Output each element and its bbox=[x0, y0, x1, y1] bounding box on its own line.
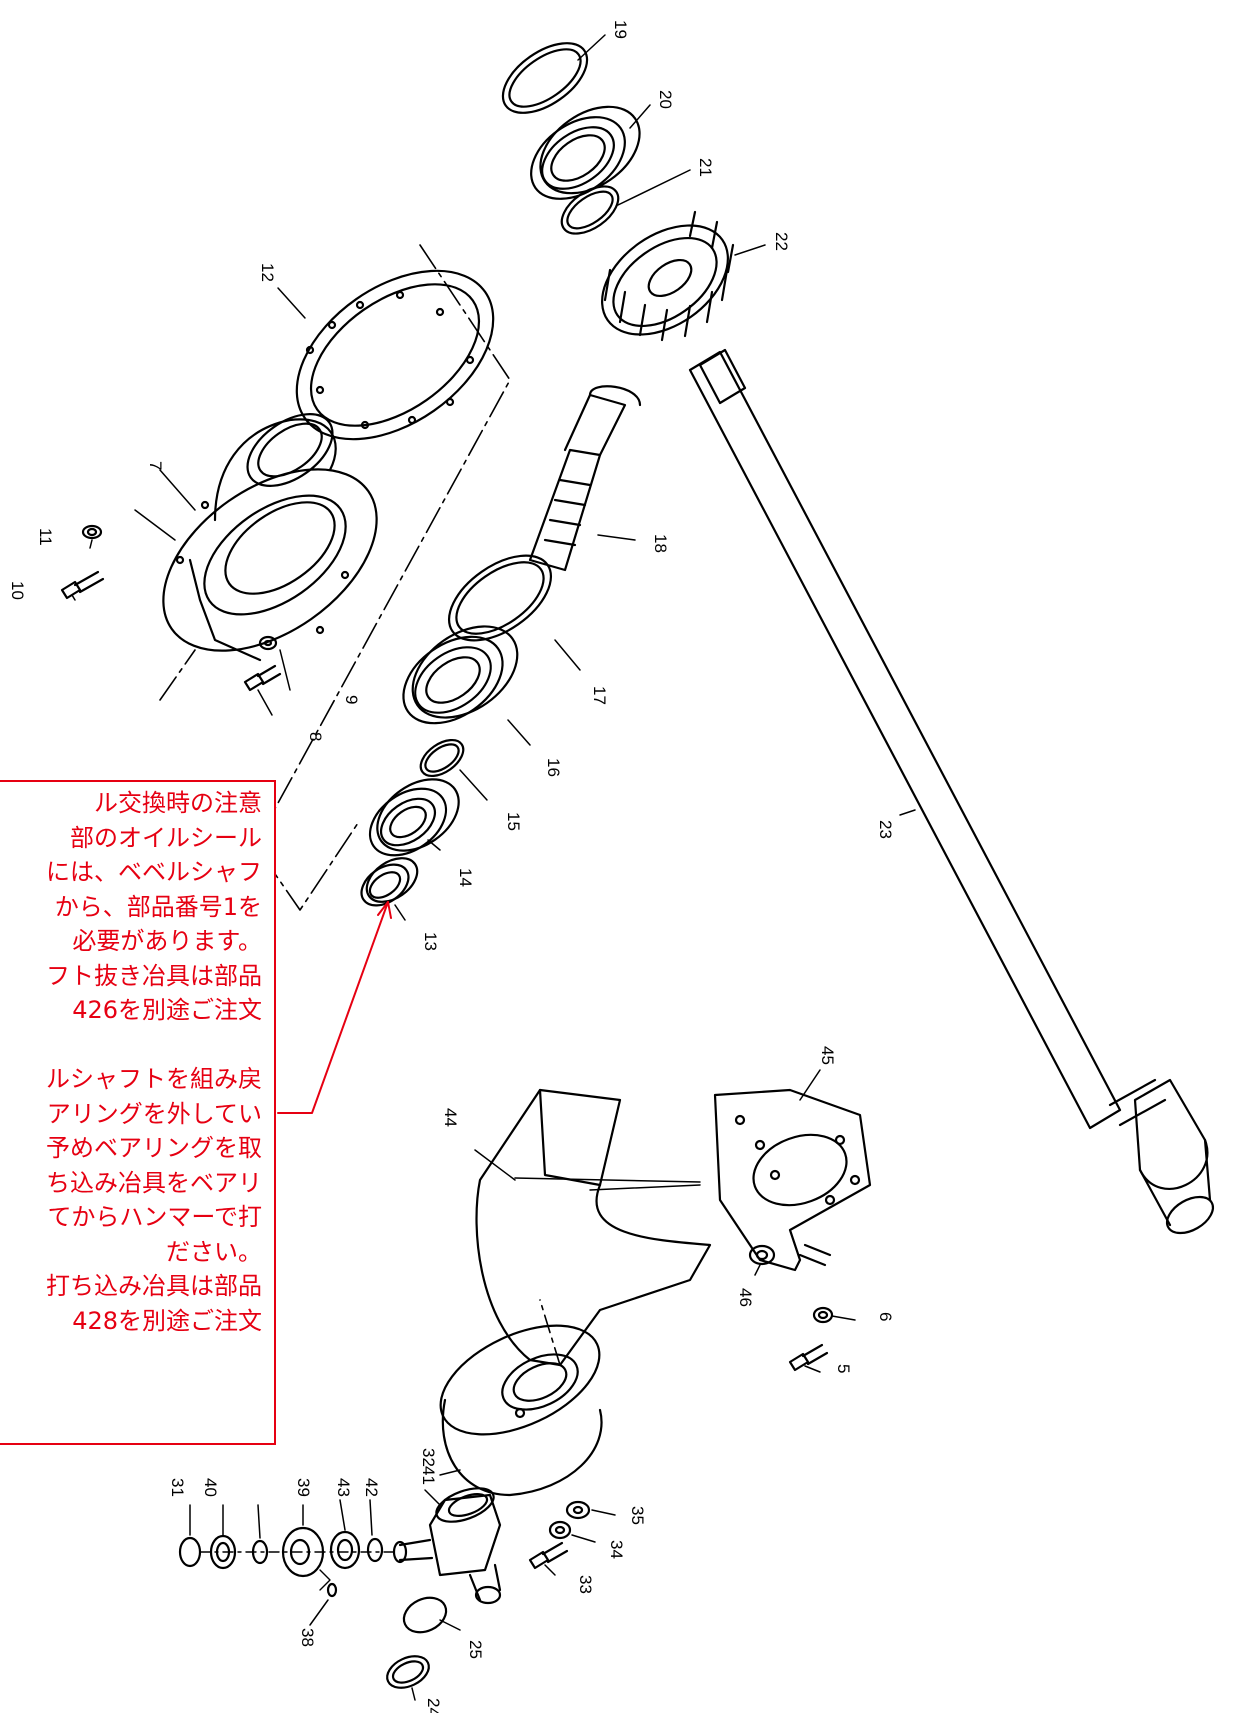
label-44: 44 bbox=[441, 1108, 460, 1127]
part-13-oil-seal bbox=[360, 857, 419, 907]
label-12: 12 bbox=[258, 263, 277, 282]
part-19-snap-ring bbox=[501, 42, 589, 114]
label-17: 17 bbox=[590, 686, 609, 705]
label-35: 35 bbox=[628, 1506, 647, 1525]
service-note-box: ル交換時の注意 部のオイルシール には、ベベルシャフ から、部品番号1を 必要が… bbox=[0, 780, 276, 1445]
part-8-bolt bbox=[243, 664, 282, 692]
label-31: 31 bbox=[168, 1478, 187, 1497]
note-line: 打ち込み冶具は部品 bbox=[46, 1272, 262, 1300]
part-6-washer bbox=[812, 1306, 834, 1324]
label-25: 25 bbox=[466, 1640, 485, 1659]
part-9-washer bbox=[258, 635, 278, 651]
part-14-ball-bearing bbox=[368, 778, 460, 857]
label-8: 8 bbox=[306, 732, 325, 741]
label-14: 14 bbox=[456, 868, 475, 887]
part-44-shield-cover bbox=[475, 1088, 712, 1367]
part-11-washer bbox=[81, 524, 103, 540]
label-6: 6 bbox=[876, 1312, 895, 1321]
service-note-text: ル交換時の注意 部のオイルシール には、ベベルシャフ から、部品番号1を 必要が… bbox=[0, 786, 262, 1338]
label-22: 22 bbox=[772, 232, 791, 251]
note-line: ださい。 bbox=[166, 1237, 262, 1266]
label-43: 43 bbox=[334, 1478, 353, 1497]
label-34: 34 bbox=[607, 1540, 626, 1559]
note-line: ち込み冶具をベアリ bbox=[46, 1168, 262, 1197]
part-17-snap-ring bbox=[447, 554, 553, 642]
part-18-pinion-shaft bbox=[528, 385, 642, 572]
part-10-bolt bbox=[60, 570, 105, 600]
label-23: 23 bbox=[876, 820, 895, 839]
label-20: 20 bbox=[656, 90, 675, 109]
part-5-bolt bbox=[788, 1343, 829, 1372]
label-19: 19 bbox=[611, 20, 630, 39]
part-16-ball-bearing bbox=[402, 625, 519, 725]
label-18: 18 bbox=[651, 534, 670, 553]
part-20-ball-bearing bbox=[530, 105, 641, 200]
part-42-o-ring-right bbox=[366, 1537, 384, 1563]
part-31-snap-ring bbox=[178, 1536, 202, 1568]
note-line: アリングを外してい bbox=[46, 1099, 262, 1128]
note-line: から、部品番号1を bbox=[54, 892, 262, 921]
part-41-gear-case bbox=[392, 1487, 502, 1605]
label-13: 13 bbox=[421, 932, 440, 951]
label-45: 45 bbox=[818, 1046, 837, 1065]
label-24: 24 bbox=[424, 1698, 443, 1713]
leader-lines bbox=[71, 34, 916, 1701]
part-12-gasket bbox=[295, 269, 495, 441]
note-line: 必要があります。 bbox=[72, 927, 262, 955]
part-23-drive-shaft bbox=[688, 348, 1215, 1235]
label-15: 15 bbox=[504, 812, 523, 831]
note-line: てからハンマーで打 bbox=[47, 1203, 262, 1231]
label-7: 7 bbox=[146, 461, 165, 470]
label-10: 10 bbox=[8, 581, 27, 600]
note-line: フト抜き冶具は部品 bbox=[46, 961, 262, 990]
note-line: ルシャフトを組み戻 bbox=[46, 1065, 262, 1093]
label-46: 46 bbox=[736, 1288, 755, 1307]
part-21-shim bbox=[560, 185, 620, 235]
note-pointer-arrow bbox=[277, 901, 392, 1114]
part-33-bolt bbox=[528, 1541, 569, 1570]
part-38-key bbox=[319, 1569, 338, 1598]
note-line: 426を別途ご注文 bbox=[72, 996, 262, 1024]
note-line: ル交換時の注意 bbox=[94, 789, 262, 817]
label-42-right: 42 bbox=[362, 1478, 381, 1497]
part-24-snap-ring bbox=[386, 1655, 430, 1689]
part-7-gear-housing bbox=[134, 413, 378, 662]
part-22-bevel-gear bbox=[601, 210, 735, 342]
part-32-gearbox-cap bbox=[439, 1324, 603, 1497]
label-11: 11 bbox=[36, 528, 55, 546]
assembly-dash-frame bbox=[159, 244, 511, 911]
note-line: には、ベベルシャフ bbox=[46, 858, 262, 886]
label-33: 33 bbox=[576, 1575, 595, 1594]
part-45-bracket bbox=[713, 1088, 872, 1272]
part-15-snap-ring bbox=[419, 738, 465, 778]
note-line: 部のオイルシール bbox=[70, 823, 262, 852]
part-46-nut bbox=[748, 1244, 776, 1266]
label-40: 40 bbox=[201, 1478, 220, 1497]
part-25-cap bbox=[402, 1596, 448, 1634]
note-line: 428を別途ご注文 bbox=[72, 1306, 262, 1335]
note-line: 予めベアリングを取 bbox=[46, 1134, 262, 1162]
part-35-nut bbox=[565, 1500, 591, 1520]
part-34-washer bbox=[548, 1520, 572, 1540]
label-16: 16 bbox=[544, 758, 563, 777]
label-38: 38 bbox=[298, 1628, 317, 1647]
label-39: 39 bbox=[294, 1478, 313, 1497]
label-21: 21 bbox=[696, 158, 715, 177]
label-5: 5 bbox=[834, 1364, 853, 1373]
note-line bbox=[0, 1028, 262, 1063]
label-32: 32 bbox=[419, 1448, 438, 1467]
label-41: 41 bbox=[419, 1466, 438, 1485]
label-9: 9 bbox=[342, 695, 361, 704]
part-43-washer bbox=[329, 1530, 361, 1570]
